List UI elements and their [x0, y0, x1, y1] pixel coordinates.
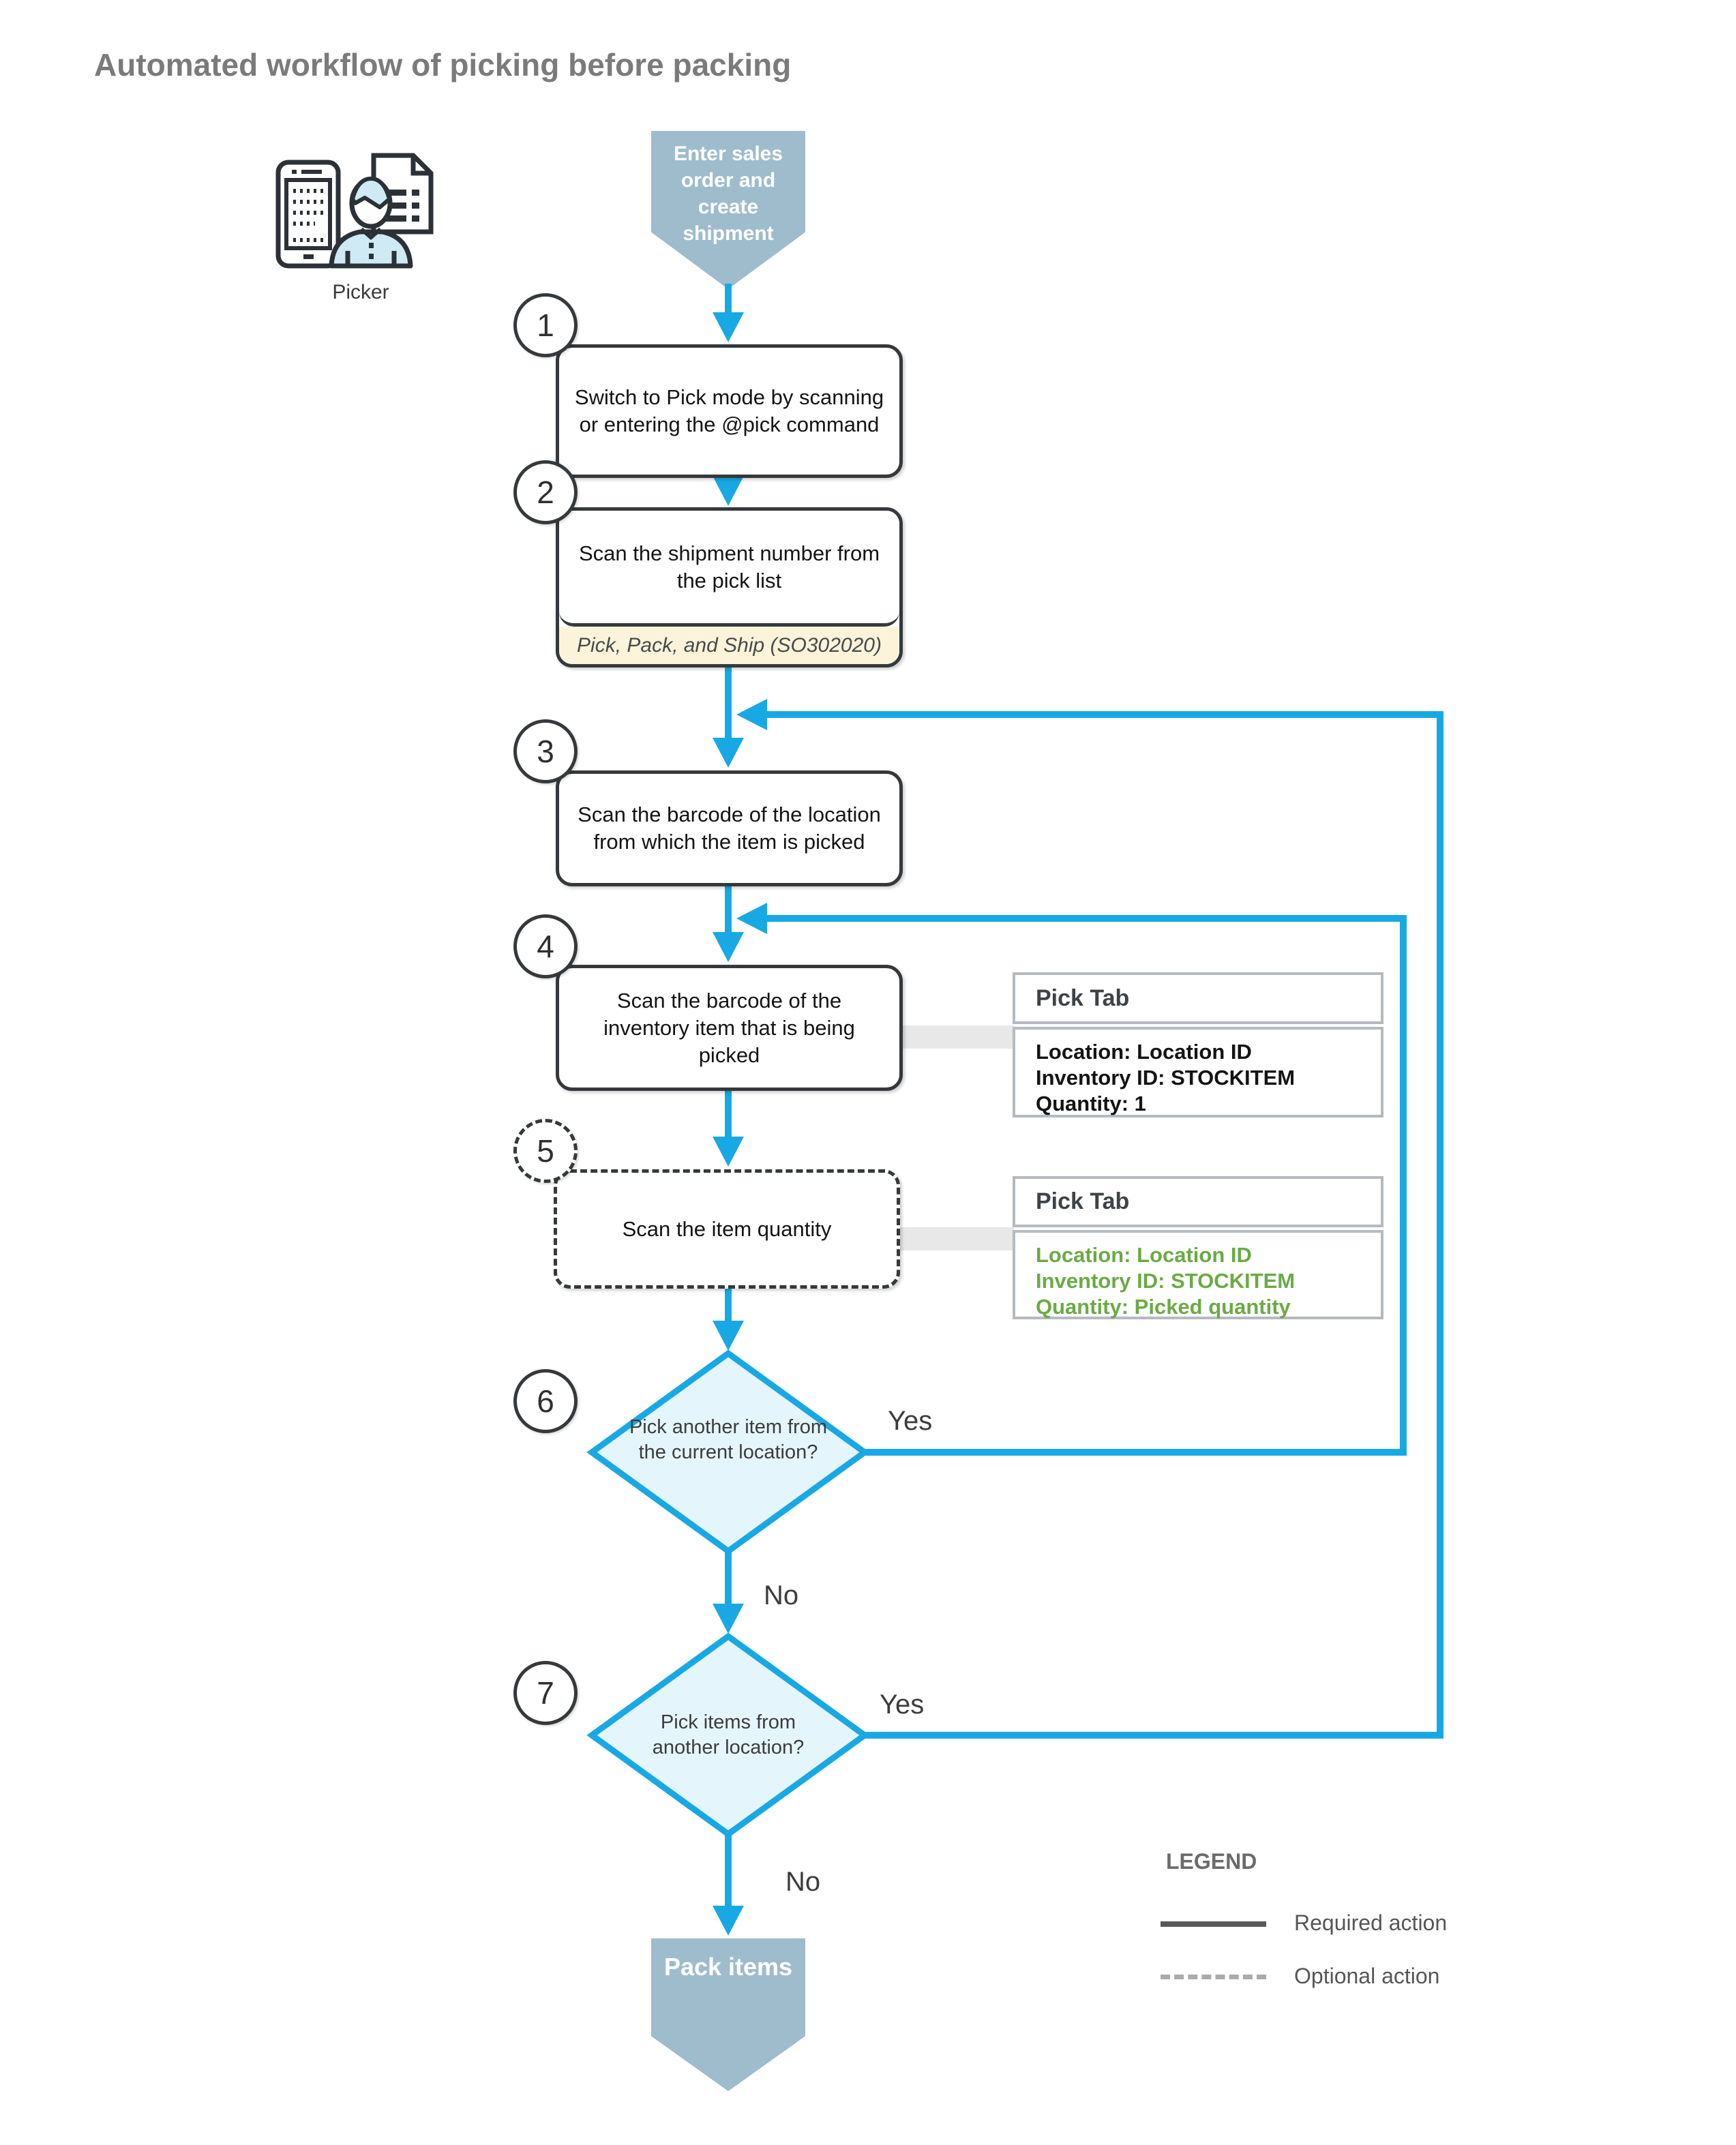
- step1-number-badge: 1: [513, 293, 578, 357]
- decision7-diamond: [586, 1632, 870, 1838]
- arrowhead-into-step4: [713, 932, 744, 962]
- step5-number-badge: 5: [513, 1119, 578, 1183]
- legend-title: LEGEND: [1166, 1849, 1257, 1874]
- step2-note: Pick, Pack, and Ship (SO302020): [559, 627, 899, 664]
- decision7-text: Pick items from another location?: [652, 1711, 805, 1758]
- start-node-label: Enter sales order and create shipment: [673, 142, 783, 245]
- pick-tab-2-line-quantity: Quantity: Picked quantity: [1036, 1295, 1291, 1319]
- decision6-text: Pick another item from the current locat…: [629, 1416, 828, 1463]
- step5-text: Scan the item quantity: [622, 1216, 832, 1241]
- step2-process-box: Scan the shipment number from the pick l…: [556, 507, 903, 668]
- loop-decision7-yes-to-step3: [766, 711, 1443, 1739]
- pick-tab-callout-2: Pick Tab Location: Location ID Inventory…: [1013, 1176, 1383, 1319]
- pick-tab-2-body: Location: Location ID Inventory ID: STOC…: [1013, 1230, 1383, 1319]
- pick-tab-1-line-quantity: Quantity: 1: [1036, 1092, 1146, 1115]
- step1-text: Switch to Pick mode by scanning or enter…: [574, 385, 884, 436]
- end-node-label: Pack items: [663, 1953, 793, 1981]
- loop-decision6-yes-to-step4: [766, 915, 1407, 1456]
- legend-optional-label: Optional action: [1294, 1964, 1440, 1988]
- pick-tab-2-line-location: Location: Location ID: [1036, 1243, 1252, 1267]
- arrowhead-merge-step3: [736, 699, 767, 730]
- pick-tab-2-line-inventory: Inventory ID: STOCKITEM: [1036, 1269, 1296, 1293]
- step3-number-badge: 3: [513, 719, 578, 783]
- step5-process-box-optional: Scan the item quantity: [554, 1169, 900, 1289]
- decision6-yes-label: Yes: [888, 1406, 933, 1436]
- decision7-no-label: No: [785, 1867, 821, 1897]
- page-title: Automated workflow of picking before pac…: [94, 47, 792, 82]
- arrowhead-into-step1: [713, 312, 744, 342]
- step3-process-box: Scan the barcode of the location from wh…: [556, 770, 903, 886]
- arrowhead-into-decision7: [713, 1604, 744, 1634]
- legend-required-label: Required action: [1294, 1910, 1448, 1935]
- step2-number-badge: 2: [513, 460, 578, 524]
- pick-tab-callout-1: Pick Tab Location: Location ID Inventory…: [1013, 972, 1383, 1118]
- step5-picktab-connector: [899, 1227, 1014, 1250]
- actor-label: Picker: [332, 281, 389, 303]
- step4-process-box: Scan the barcode of the inventory item t…: [556, 965, 903, 1091]
- arrowhead-into-decision6: [713, 1321, 744, 1351]
- legend-optional-line-sample: [1161, 1975, 1266, 1979]
- arrowhead-merge-step4: [736, 903, 767, 934]
- arrowhead-into-end: [713, 1906, 744, 1936]
- step4-text: Scan the barcode of the inventory item t…: [603, 988, 855, 1067]
- step7-number-badge: 7: [513, 1661, 578, 1725]
- decision7-yes-label: Yes: [880, 1690, 925, 1720]
- step3-text: Scan the barcode of the location from wh…: [578, 802, 881, 854]
- pick-tab-1-line-inventory: Inventory ID: STOCKITEM: [1036, 1066, 1296, 1090]
- step2-text: Scan the shipment number from the pick l…: [559, 511, 899, 627]
- pick-tab-2-title: Pick Tab: [1013, 1176, 1383, 1227]
- arrowhead-into-step5: [713, 1137, 744, 1167]
- pick-tab-1-title: Pick Tab: [1013, 972, 1383, 1024]
- step4-number-badge: 4: [513, 914, 578, 978]
- decision6-no-label: No: [764, 1580, 799, 1610]
- pick-tab-1-body: Location: Location ID Inventory ID: STOC…: [1013, 1027, 1383, 1118]
- decision6-diamond: [586, 1349, 870, 1555]
- step4-picktab-connector: [901, 1025, 1014, 1049]
- pick-tab-1-line-location: Location: Location ID: [1036, 1040, 1252, 1064]
- step1-process-box: Switch to Pick mode by scanning or enter…: [556, 344, 903, 478]
- arrowhead-into-step2: [713, 476, 744, 506]
- phone-icon: [275, 160, 341, 269]
- legend-required-line-sample: [1161, 1921, 1266, 1927]
- person-icon: [329, 177, 413, 269]
- step6-number-badge: 6: [513, 1369, 578, 1433]
- arrowhead-into-step3: [713, 738, 744, 768]
- picker-icon: [275, 153, 434, 269]
